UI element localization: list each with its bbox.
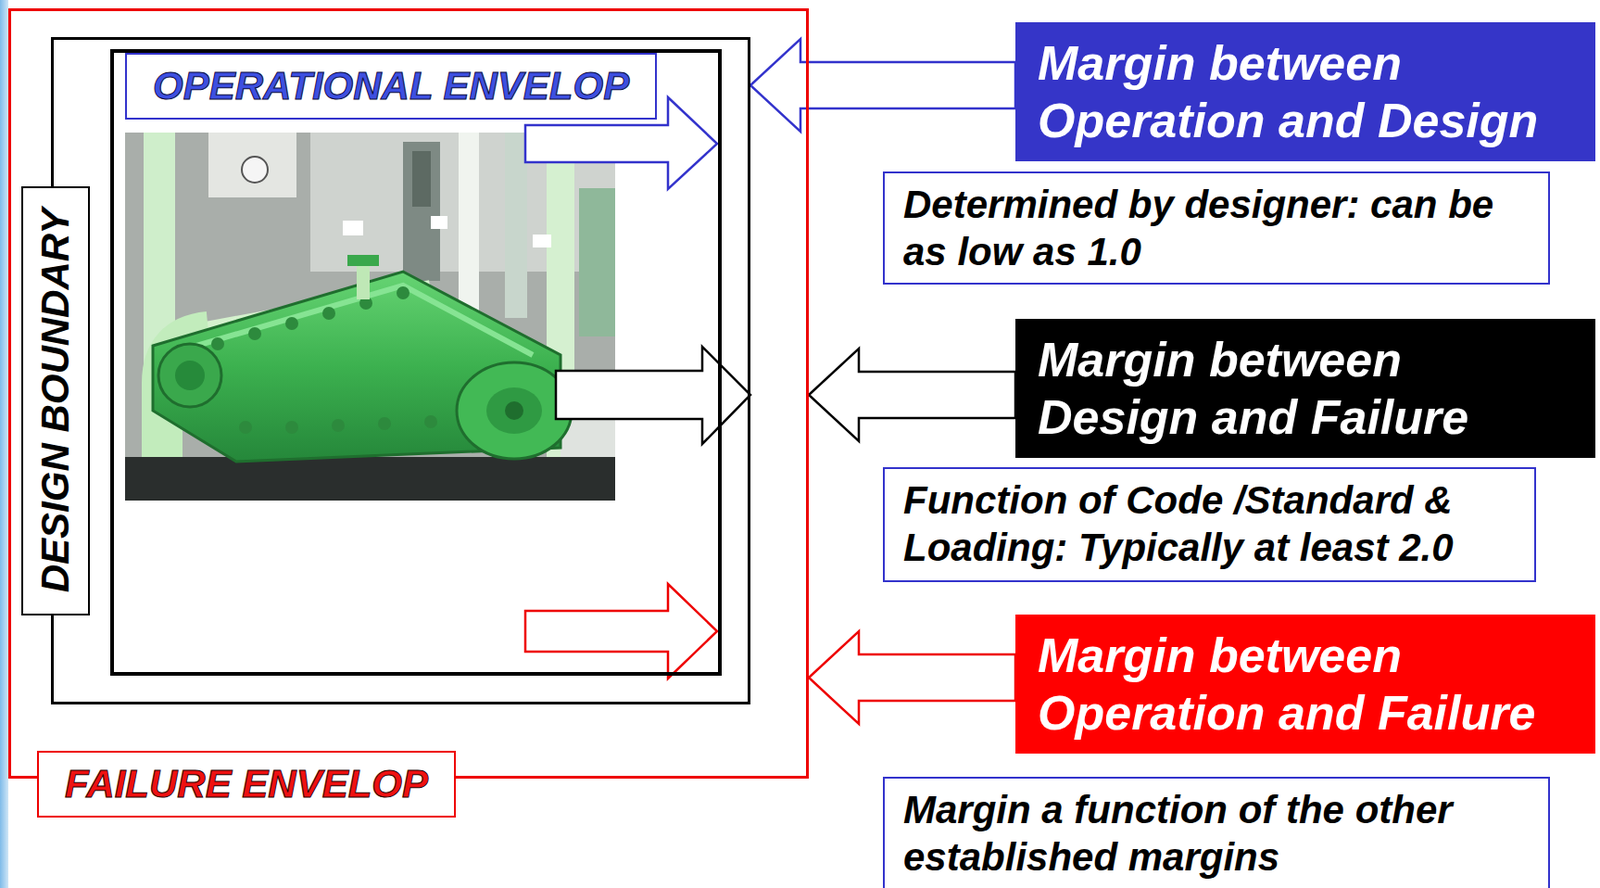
envelope-label-box: OPERATIONAL ENVELOP: [125, 52, 657, 120]
pump-photo: [504, 132, 528, 318]
margin-heading: Margin between Design and Failure: [1015, 318, 1596, 458]
failure-envelope: FAILURE ENVELOPDESIGN BOUNDARYOPERATIONA…: [8, 8, 809, 779]
boundary-label-box: DESIGN BOUNDARY: [21, 186, 90, 616]
pump-photo: [486, 387, 542, 434]
pump-photo: [208, 132, 297, 198]
note-box: Margin a function of the other establish…: [882, 776, 1550, 888]
margin-heading: Margin between Operation and Failure: [1015, 614, 1596, 754]
pump-photo: [377, 416, 391, 430]
envelope-label: OPERATIONAL ENVELOP: [152, 64, 630, 108]
pump-photo: [430, 215, 448, 229]
margin-arrow: [808, 630, 1016, 724]
note-text: Function of Code /Standard & Loading: Ty…: [903, 476, 1515, 571]
envelope-label: FAILURE ENVELOP: [64, 762, 429, 806]
pump-photo: [175, 360, 205, 391]
pump-photo: [356, 262, 370, 300]
envelope-label-box: FAILURE ENVELOP: [37, 750, 456, 818]
heading-text: Margin between Design and Failure: [1037, 330, 1557, 446]
pump-photo: [331, 418, 345, 432]
pump-photo: [403, 141, 441, 281]
margin-arrow: [808, 348, 1016, 441]
pump-photo: [211, 337, 225, 351]
pump-photo: [125, 132, 616, 501]
pump-photo: [579, 188, 616, 337]
note-text: Margin a function of the other establish…: [903, 785, 1515, 881]
pump-photo: [241, 156, 268, 183]
pump-photo: [239, 420, 252, 434]
inner-arrows: [525, 97, 751, 679]
pump-photo: [322, 306, 336, 320]
pump-photo: [412, 151, 431, 207]
operational-envelope: OPERATIONAL ENVELOP: [110, 49, 722, 676]
pump-photo: [424, 415, 438, 429]
pump-photo: [285, 316, 299, 330]
design-boundary: DESIGN BOUNDARYOPERATIONAL ENVELOP: [50, 37, 751, 705]
margin-arrow: [750, 38, 1016, 132]
pump-photo: [125, 456, 616, 501]
pump-photo: [158, 343, 222, 407]
pump-photo: [248, 327, 262, 341]
heading-text: Margin between Operation and Failure: [1037, 626, 1557, 742]
pump-photo: [504, 401, 524, 420]
pump-photo: [456, 362, 572, 459]
pump-photo: [342, 220, 364, 236]
margin-heading: Margin between Operation and Design: [1015, 22, 1596, 162]
pump-photo: [396, 286, 410, 300]
edge-strip: [0, 0, 9, 888]
note-box: Function of Code /Standard & Loading: Ty…: [882, 466, 1537, 582]
heading-text: Margin between Operation and Design: [1037, 34, 1557, 150]
pump-photo: [347, 254, 379, 266]
pump-photo: [285, 420, 299, 434]
pump-photo: [125, 132, 616, 501]
note-box: Determined by designer: can be as low as…: [882, 171, 1550, 285]
boundary-label: DESIGN BOUNDARY: [34, 208, 77, 593]
note-text: Determined by designer: can be as low as…: [903, 180, 1515, 276]
inner-arrows: [525, 583, 718, 679]
pump-photo: [532, 234, 552, 248]
